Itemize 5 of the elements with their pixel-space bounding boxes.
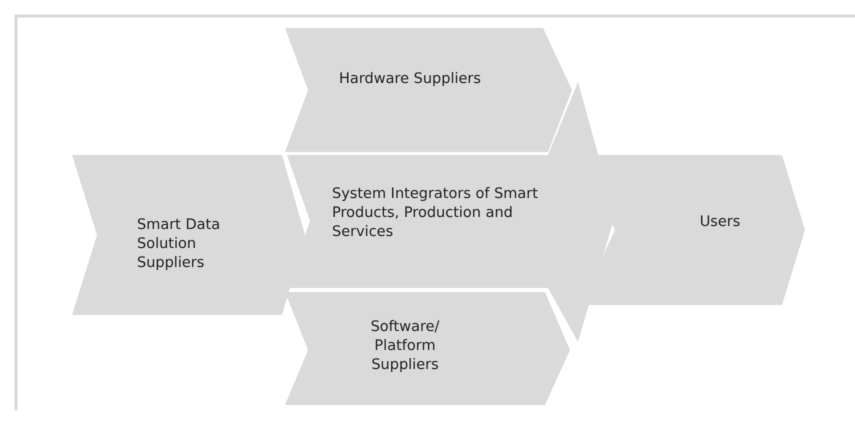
chevron-label: Hardware Suppliers [338,70,482,89]
chevron-label: Users [698,213,742,232]
chevron-label: Smart Data Solution Suppliers [137,216,222,273]
chevron-label: System Integrators of Smart Products, Production and Services [332,185,539,242]
chevron-label: Software/ Platform Suppliers [370,318,440,375]
